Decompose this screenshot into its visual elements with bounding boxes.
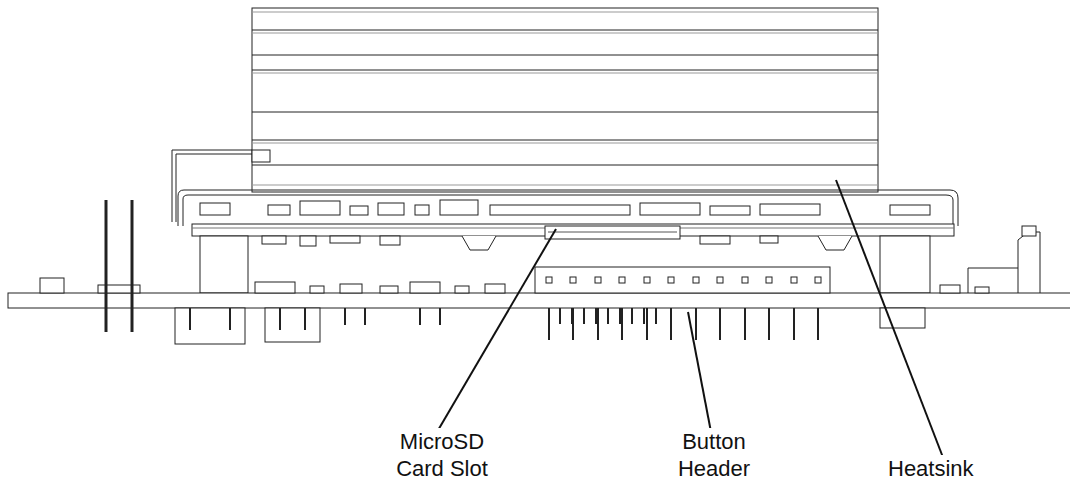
pin-header — [98, 285, 140, 293]
header-pin — [105, 200, 108, 332]
leader-lines — [437, 180, 944, 460]
callout-label: MicroSD Card Slot — [382, 428, 502, 482]
board-components — [40, 278, 989, 293]
wire-part-lead — [968, 268, 1018, 293]
through-hole-pins — [190, 308, 818, 340]
button-header-pins — [546, 277, 821, 283]
shield-frame-inner — [183, 195, 953, 226]
wire-part — [1018, 232, 1040, 293]
leader-line — [437, 229, 556, 432]
metal-tab — [172, 150, 252, 222]
callout-label: Heatsink — [886, 455, 976, 482]
module-components — [200, 200, 930, 215]
mount-foot — [818, 236, 852, 250]
mount-foot — [462, 236, 496, 250]
standoff — [880, 236, 930, 293]
header-pin — [131, 200, 134, 332]
leader-line — [688, 312, 711, 432]
tab-clip — [252, 150, 270, 162]
heatsink-body — [252, 8, 878, 192]
leader-line — [836, 180, 944, 460]
button-header — [535, 267, 830, 293]
standoff — [200, 236, 248, 293]
module-underside — [262, 236, 778, 246]
callout-label: Button Header — [662, 428, 766, 482]
microsd-slot — [545, 226, 680, 239]
wire-part-cap — [1022, 226, 1036, 236]
heatsink-fins — [252, 12, 878, 185]
underside-parts — [175, 308, 925, 344]
main-pcb — [8, 293, 1070, 308]
